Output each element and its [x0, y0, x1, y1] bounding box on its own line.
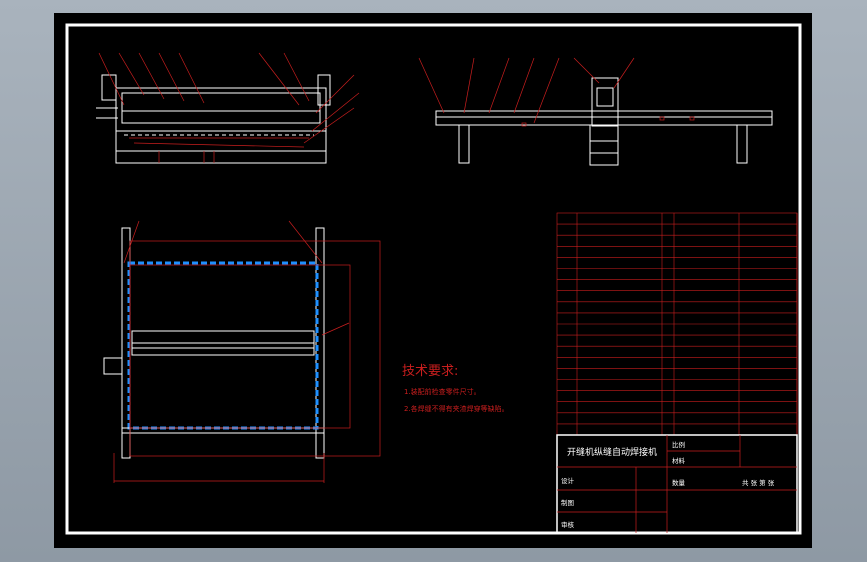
drawing-frame [65, 23, 802, 535]
tech-requirement-1: 1.装配前检查零件尺寸。 [404, 387, 481, 396]
cell-check: 审核 [561, 520, 575, 529]
workpiece-outline [127, 261, 319, 430]
title-block [556, 434, 798, 534]
drawing-sheet: 技术要求: 1.装配前检查零件尺寸。 2.各焊缝不得有夹渣焊穿等缺陷。 开缝机纵… [54, 13, 812, 548]
cell-ratio: 比例 [672, 440, 685, 449]
cell-sheets: 共 张 第 张 [742, 478, 775, 487]
cell-material: 材料 [672, 456, 686, 465]
front-view [96, 52, 360, 164]
tech-requirements-heading: 技术要求: [402, 364, 458, 379]
cell-design: 设计 [561, 476, 575, 485]
plan-view [103, 220, 381, 483]
parts-list [556, 212, 798, 436]
cell-quantity: 数量 [672, 478, 686, 487]
cell-drawing: 制图 [561, 498, 574, 507]
cad-drawing: 技术要求: 1.装配前检查零件尺寸。 2.各焊缝不得有夹渣焊穿等缺陷。 开缝机纵… [65, 23, 802, 535]
tech-requirement-2: 2.各焊缝不得有夹渣焊穿等缺陷。 [404, 404, 509, 413]
side-view [418, 57, 773, 166]
drawing-name: 开缝机纵缝自动焊接机 [567, 446, 657, 458]
